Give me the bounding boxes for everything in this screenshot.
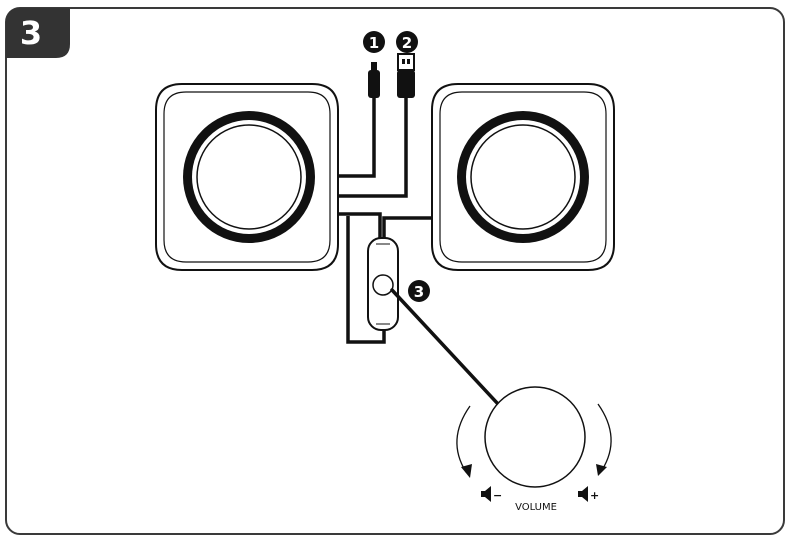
callout-3: 3 xyxy=(408,280,430,302)
increase-arrow-icon xyxy=(597,403,612,471)
svg-text:2: 2 xyxy=(402,34,412,52)
svg-text:−: − xyxy=(493,489,502,502)
inline-volume-control[interactable] xyxy=(367,237,399,331)
svg-text:1: 1 xyxy=(369,34,379,52)
speaker-minus-icon: − xyxy=(481,486,502,502)
right-to-control-cable xyxy=(382,216,432,238)
usb-plug xyxy=(397,53,415,98)
volume-label: VOLUME xyxy=(515,502,557,513)
usb-cable xyxy=(338,96,408,198)
svg-text:+: + xyxy=(590,489,599,502)
step-number: 3 xyxy=(20,14,42,52)
volume-knob xyxy=(484,386,586,488)
right-speaker xyxy=(431,83,615,271)
control-loop-cable xyxy=(346,216,386,344)
volume-wheel[interactable] xyxy=(372,274,394,296)
svg-text:3: 3 xyxy=(414,283,424,301)
decrease-arrow-icon xyxy=(456,405,471,473)
step-badge: 3 xyxy=(6,8,70,58)
left-speaker xyxy=(155,83,339,271)
speaker-plus-icon: + xyxy=(578,486,599,502)
callout-2: 2 xyxy=(396,31,418,53)
audio-jack-plug xyxy=(368,62,380,98)
volume-knob-detail xyxy=(456,386,612,488)
callout-1: 1 xyxy=(363,31,385,53)
left-to-control-cable xyxy=(338,212,382,238)
audio-cable xyxy=(338,96,376,178)
cables xyxy=(338,96,432,344)
